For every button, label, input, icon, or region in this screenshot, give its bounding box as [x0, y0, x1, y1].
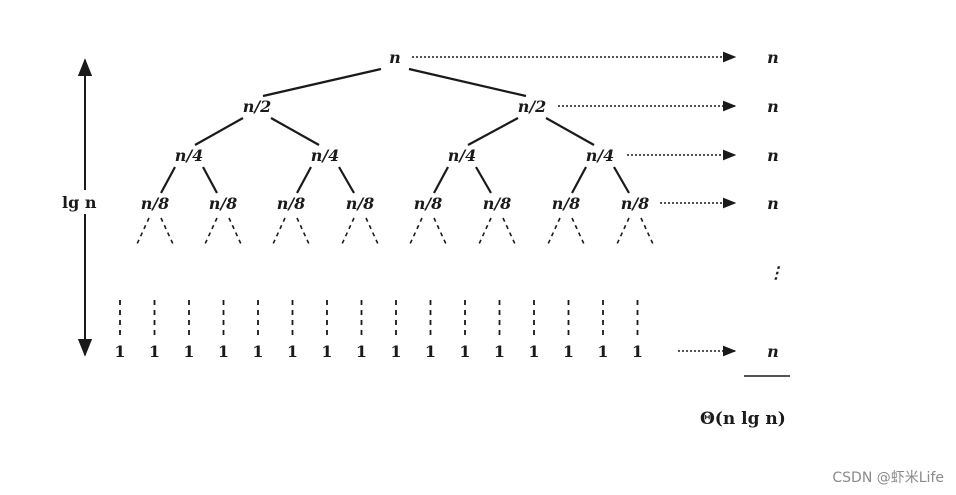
dashed-edge	[478, 217, 492, 245]
dashed-edge	[136, 217, 150, 245]
dashed-edge	[272, 217, 286, 245]
row-cost-label: n	[767, 48, 779, 67]
leaf-node: 1	[321, 342, 332, 361]
leaf-node: 1	[563, 342, 574, 361]
leaf-node: 1	[632, 342, 643, 361]
dashed-edge	[616, 217, 630, 245]
tree-node-level-3: n/8	[552, 194, 581, 213]
tree-node-level-3: n/8	[141, 194, 170, 213]
leaf-nodes: 1 1 1 1 1 1 1 1 1 1 1 1 1 1 1 1	[114, 342, 643, 361]
tree-edge	[545, 117, 595, 146]
tree-node-level-3: n/8	[621, 194, 650, 213]
tree-edge	[270, 117, 320, 146]
tree-node-level-2: n/4	[175, 146, 204, 165]
tree-edge	[433, 166, 449, 194]
leaf-node: 1	[114, 342, 125, 361]
tree-node-level-3: n/8	[414, 194, 443, 213]
leaf-node: 1	[287, 342, 298, 361]
dashed-edge	[296, 217, 310, 245]
tree-edge	[613, 166, 630, 194]
tree-edge	[475, 166, 492, 194]
tree-node-level-0: n	[389, 48, 401, 67]
tree-edges	[160, 67, 630, 194]
tree-node-level-3: n/8	[277, 194, 306, 213]
cost-ellipsis: ⋮	[768, 263, 784, 282]
dashed-edge	[204, 217, 218, 245]
leaf-node: 1	[459, 342, 470, 361]
leaf-node: 1	[597, 342, 608, 361]
tree-node-level-3: n/8	[209, 194, 238, 213]
dashed-edge	[640, 217, 654, 245]
row-cost-label: n	[767, 194, 779, 213]
dashed-continuation-edges	[136, 217, 654, 245]
watermark: CSDN @虾米Life	[832, 470, 944, 486]
dashed-edge	[341, 217, 355, 245]
dashed-edge	[433, 217, 447, 245]
tree-edge	[202, 166, 218, 194]
leaf-node: 1	[390, 342, 401, 361]
leaf-node: 1	[425, 342, 436, 361]
tree-edge	[194, 117, 244, 146]
leaf-node: 1	[252, 342, 263, 361]
leaf-node: 1	[149, 342, 160, 361]
tree-edge	[571, 166, 587, 194]
tree-edge	[296, 166, 312, 194]
leaf-node: 1	[494, 342, 505, 361]
tree-nodes: n n/2 n/2 n/4 n/4 n/4 n/4 n/8 n/8 n/8 n/8 n/8 n/8 n/8…	[141, 48, 650, 213]
tree-node-level-2: n/4	[586, 146, 615, 165]
total-cost: Θ(n lg n)	[700, 409, 786, 429]
height-label: lg n	[62, 193, 97, 212]
leaf-dashed-lines	[119, 300, 639, 338]
dashed-edge	[365, 217, 379, 245]
tree-node-level-2: n/4	[311, 146, 340, 165]
tree-edge	[338, 166, 355, 194]
leaf-row-cost-label: n	[767, 342, 779, 361]
tree-node-level-1: n/2	[243, 97, 272, 116]
row-cost-arrows: n n n n n	[412, 48, 779, 361]
tree-edge	[262, 67, 382, 98]
tree-node-level-1: n/2	[518, 97, 547, 116]
tree-edge	[408, 67, 527, 98]
leaf-node: 1	[528, 342, 539, 361]
dashed-edge	[571, 217, 585, 245]
tree-node-level-3: n/8	[483, 194, 512, 213]
tree-node-level-3: n/8	[346, 194, 375, 213]
dashed-edge	[502, 217, 516, 245]
leaf-node: 1	[183, 342, 194, 361]
dashed-edge	[547, 217, 561, 245]
leaf-node: 1	[356, 342, 367, 361]
dashed-edge	[409, 217, 423, 245]
dashed-edge	[160, 217, 174, 245]
row-cost-label: n	[767, 146, 779, 165]
row-cost-label: n	[767, 97, 779, 116]
tree-edge	[467, 117, 519, 146]
dashed-edge	[228, 217, 242, 245]
tree-edge	[160, 166, 176, 194]
leaf-node: 1	[218, 342, 229, 361]
tree-node-level-2: n/4	[448, 146, 477, 165]
